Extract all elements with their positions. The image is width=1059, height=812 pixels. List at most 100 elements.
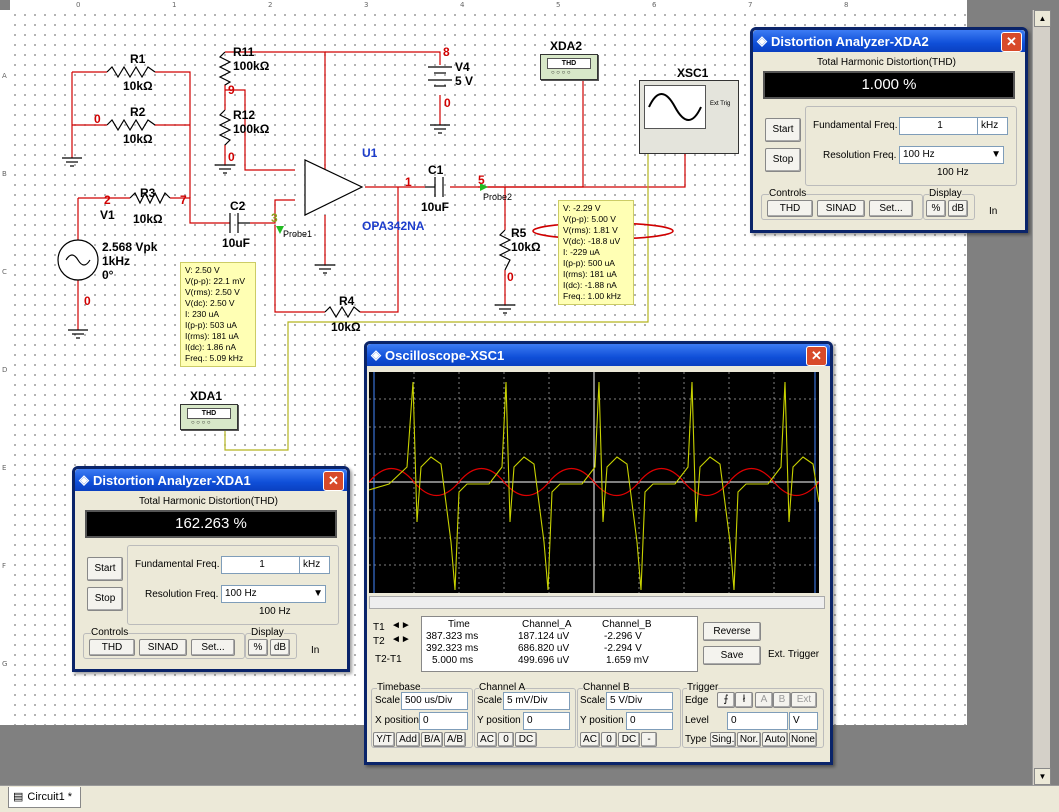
add-button[interactable]: Add xyxy=(396,732,420,747)
none-button[interactable]: None xyxy=(789,732,817,747)
yt-button[interactable]: Y/T xyxy=(373,732,395,747)
ba-button[interactable]: B/A xyxy=(421,732,443,747)
tab-circuit1[interactable]: ▤Circuit1 * xyxy=(8,787,82,808)
res-freq-display: 100 Hz xyxy=(937,167,969,178)
p2-line: I(p-p): 500 uA xyxy=(563,258,615,268)
ca-ypos-label: Y position xyxy=(477,715,521,726)
vertical-scrollbar[interactable]: ▲ ▼ xyxy=(1032,10,1051,785)
chan-b-title: Channel B xyxy=(583,682,630,693)
arrow-left-icon[interactable]: ◄► xyxy=(391,620,411,631)
scroll-up-icon[interactable]: ▲ xyxy=(1034,10,1051,27)
stop-button[interactable]: Stop xyxy=(765,148,801,172)
close-icon[interactable]: ✕ xyxy=(323,471,344,491)
ca-scale-input[interactable]: 5 mV/Div xyxy=(503,692,570,710)
xda2-titlebar[interactable]: ◈Distortion Analyzer-XDA2 xyxy=(753,30,1025,52)
close-icon[interactable]: ✕ xyxy=(1001,32,1022,52)
r1-b: -2.296 V xyxy=(604,631,642,642)
xsc1-instrument[interactable]: Ext Trig xyxy=(639,80,739,154)
t1-label: T1 xyxy=(373,622,385,633)
nor-button[interactable]: Nor. xyxy=(737,732,761,747)
falling-edge-icon[interactable]: ł xyxy=(735,692,753,708)
set-button[interactable]: Set... xyxy=(191,639,235,656)
res-freq-select[interactable]: 100 Hz▼ xyxy=(899,146,1004,164)
ab-button[interactable]: A/B xyxy=(444,732,466,747)
node-0d: 0 xyxy=(444,96,451,110)
db-button[interactable]: dB xyxy=(270,639,290,656)
trig-b-button[interactable]: B xyxy=(773,692,791,708)
level-input[interactable]: 0 xyxy=(727,712,788,730)
c1-name: C1 xyxy=(428,163,444,177)
percent-button[interactable]: % xyxy=(248,639,268,656)
xda1-label: XDA1 xyxy=(190,389,223,403)
xda1-instrument[interactable]: THD○ ○ ○ ○ xyxy=(180,404,238,430)
thd-button[interactable]: THD xyxy=(767,200,813,217)
sinad-button[interactable]: SINAD xyxy=(817,200,865,217)
xda2-pins: ○ ○ ○ ○ xyxy=(551,70,571,76)
tb-scale-input[interactable]: 500 us/Div xyxy=(401,692,468,710)
res-freq-select[interactable]: 100 Hz▼ xyxy=(221,585,326,603)
rising-edge-icon[interactable]: ⨍ xyxy=(717,692,735,708)
p1-line: V: 2.50 V xyxy=(185,265,220,275)
trigger-group xyxy=(682,688,824,748)
trig-a-button[interactable]: A xyxy=(755,692,773,708)
fund-freq-label: Fundamental Freq. xyxy=(813,120,898,131)
save-button[interactable]: Save xyxy=(703,646,761,665)
cb-ac-button[interactable]: AC xyxy=(580,732,600,747)
fund-freq-unit[interactable]: kHz xyxy=(977,117,1008,135)
start-button[interactable]: Start xyxy=(765,118,801,142)
tb-xpos-input[interactable]: 0 xyxy=(419,712,468,730)
sing-button[interactable]: Sing. xyxy=(710,732,736,747)
db-button[interactable]: dB xyxy=(948,200,968,217)
trig-ext-button[interactable]: Ext xyxy=(791,692,817,708)
stop-button[interactable]: Stop xyxy=(87,587,123,611)
auto-button[interactable]: Auto xyxy=(762,732,788,747)
xsc1-icon xyxy=(644,85,706,129)
xda2-window[interactable]: ◈Distortion Analyzer-XDA2 ✕ Total Harmon… xyxy=(750,27,1028,233)
xda1-titlebar[interactable]: ◈Distortion Analyzer-XDA1 xyxy=(75,469,347,491)
level-unit[interactable]: V xyxy=(789,712,818,730)
close-icon[interactable]: ✕ xyxy=(806,346,827,366)
r2-value: 10kΩ xyxy=(123,132,153,146)
p2-line: I(rms): 181 uA xyxy=(563,269,617,279)
fund-freq-input[interactable]: 1 xyxy=(899,117,978,135)
r1-a: 187.124 uV xyxy=(518,631,570,642)
ca-ypos-input[interactable]: 0 xyxy=(523,712,570,730)
circuit-icon: ▤ xyxy=(13,791,24,803)
tab-label: Circuit1 * xyxy=(27,791,73,803)
scroll-down-icon[interactable]: ▼ xyxy=(1034,768,1051,785)
node-5: 5 xyxy=(478,173,485,187)
cb-ypos-input[interactable]: 0 xyxy=(626,712,673,730)
probe2-readout: V: -2.29 V V(p-p): 5.00 V V(rms): 1.81 V… xyxy=(558,200,634,305)
arrow-right-icon[interactable]: ◄► xyxy=(391,634,411,645)
cb-invert-button[interactable]: - xyxy=(641,732,657,747)
xda2-instrument[interactable]: THD○ ○ ○ ○ xyxy=(540,54,598,80)
window-icon: ◈ xyxy=(371,347,381,362)
cb-zero-button[interactable]: 0 xyxy=(601,732,617,747)
fund-freq-unit[interactable]: kHz xyxy=(299,556,330,574)
fund-freq-input[interactable]: 1 xyxy=(221,556,300,574)
cb-scale-label: Scale xyxy=(580,695,606,706)
reverse-button[interactable]: Reverse xyxy=(703,622,761,641)
window-icon: ◈ xyxy=(757,33,767,48)
controls-label: Controls xyxy=(91,627,129,638)
cb-scale-input[interactable]: 5 V/Div xyxy=(606,692,673,710)
xda1-window[interactable]: ◈Distortion Analyzer-XDA1 ✕ Total Harmon… xyxy=(72,466,350,672)
scope-titlebar[interactable]: ◈Oscilloscope-XSC1 xyxy=(367,344,830,366)
ca-zero-button[interactable]: 0 xyxy=(498,732,514,747)
node-8: 8 xyxy=(443,45,450,59)
scope-screen[interactable] xyxy=(369,372,819,593)
cb-dc-button[interactable]: DC xyxy=(618,732,640,747)
scope-window[interactable]: ◈Oscilloscope-XSC1 ✕ T1 T2 T2-T1 ◄► ◄► T… xyxy=(364,341,833,765)
start-button[interactable]: Start xyxy=(87,557,123,581)
ca-scale-label: Scale xyxy=(477,695,503,706)
set-button[interactable]: Set... xyxy=(869,200,913,217)
tb-scale-label: Scale xyxy=(375,695,401,706)
ca-dc-button[interactable]: DC xyxy=(515,732,537,747)
sinad-button[interactable]: SINAD xyxy=(139,639,187,656)
percent-button[interactable]: % xyxy=(926,200,946,217)
thd-button[interactable]: THD xyxy=(89,639,135,656)
ca-ac-button[interactable]: AC xyxy=(477,732,497,747)
scope-hscroll[interactable] xyxy=(369,596,825,609)
probe1-label: Probe1 xyxy=(283,229,313,239)
v4-name: V4 xyxy=(455,60,470,74)
